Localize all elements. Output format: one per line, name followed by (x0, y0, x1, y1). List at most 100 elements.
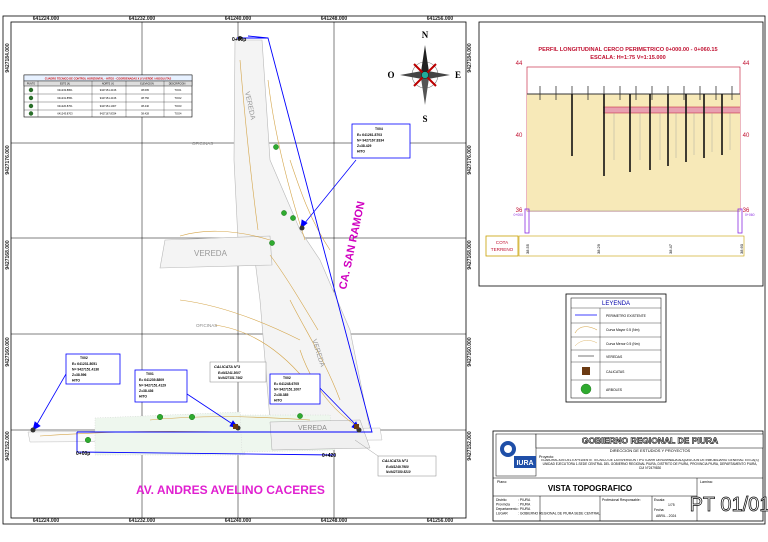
thin-columns (613, 113, 731, 160)
legend-label: Curva Mayor 0.5 (Nm) (606, 328, 640, 332)
control-cell: TOO3 (174, 104, 182, 108)
control-cell: 38.695 (141, 88, 149, 92)
callout-t002-left: T002 E= 641231.8051 N= 9427151.4136 Z=38… (65, 353, 121, 385)
callout-z: Z=38.436 (139, 389, 154, 393)
callout-e: E= 641261.8703 (357, 133, 382, 137)
profile-y-tick: 44 (516, 61, 523, 67)
title-block: IURA GOBIERNO REGIONAL DE PIURA DIRECCIO… (492, 430, 768, 522)
longitudinal-profile: PERFIL LONGITUDINAL CERCO PERIMETRICO 0+… (478, 21, 764, 287)
legend-calicata-swatch (582, 367, 590, 375)
control-cell: TOO4 (174, 112, 182, 116)
control-cell: 9427151.4136 (100, 88, 117, 92)
grid-x-label-bottom: 641256.000 (427, 518, 454, 524)
plano-title: VISTA TOPOGRAFICO (548, 484, 632, 493)
control-cell: 38.756 (141, 96, 149, 100)
callout-id: T002 (283, 376, 291, 380)
vereda-label: VEREDA (298, 425, 327, 432)
profile-station-right: 0+060 (745, 213, 755, 217)
station-start-top: 0+00p (232, 37, 246, 43)
control-table-header: ESTE (X) (60, 83, 70, 86)
map-view: 641224.000 641232.000 641240.000 641248.… (5, 16, 473, 524)
fecha-value: ABRIL - 2024 (656, 514, 676, 518)
control-cell: 641220.8701 (57, 104, 73, 108)
grid-y-label: 9427184.000 (5, 43, 11, 72)
callout-e: E= 641248.6705 (274, 382, 299, 386)
grid-y-label: 9427176.000 (5, 145, 11, 174)
profile-station-left: 0+000 (513, 213, 523, 217)
compass-e: E (455, 70, 461, 80)
grid-x-label: 641224.000 (33, 16, 60, 22)
oficinas-label: OFICINAS (196, 323, 217, 328)
gov-name: GOBIERNO REGIONAL DE PIURA (582, 436, 718, 446)
cota-value: 38.29 (596, 243, 601, 254)
profile-y-tick-right: 40 (743, 133, 750, 139)
callout-z: Z=38.596 (72, 373, 87, 377)
callout-id: T004 (375, 127, 383, 131)
profile-scale: ESCALA: H=1:75 V=1:15.000 (590, 55, 666, 61)
dist-value: : PIURA (518, 498, 531, 502)
station-start: 0+00p (76, 451, 90, 457)
callout-t004: T004 E= 641261.8703 N= 9427167.8334 Z=38… (351, 123, 411, 159)
calicata-markers (233, 424, 359, 429)
cota-value: 38.60 (739, 243, 744, 254)
control-cell: 9427151.4136 (100, 96, 117, 100)
oficinas-label: OFICINAS (192, 141, 213, 146)
control-cell: 9427167.8334 (100, 112, 117, 116)
callout-t002-right: T002 E= 641248.6705 N= 9427151.1007 Z=38… (269, 373, 321, 405)
project-label: Proyecto: (539, 455, 554, 459)
north-arrow-compass: N S E O (387, 30, 461, 124)
profile-y-tick: 40 (516, 133, 523, 139)
control-cell: 38.428 (141, 112, 149, 116)
profile-y-tick: 36 (516, 208, 523, 214)
project-description: ELABORACION DEL EXPEDIENTE TECNICO DE LA… (541, 459, 759, 470)
calicata-3: CALICATA N°3 E=641241.3007 N=9427151.746… (209, 361, 267, 383)
street-av-caceres: AV. ANDRES AVELINO CACERES (136, 483, 325, 497)
legend-title: LEYENDA (602, 301, 630, 307)
lugar-value: : GOBIERNO REGIONAL DE PIURA SEDE CENTRA… (518, 512, 600, 516)
perimeter-boundary (76, 35, 373, 456)
dist-label: Distrito (496, 498, 507, 502)
callout-n: N= 9427151.1007 (274, 388, 301, 392)
grid-x-label-bottom: 641240.000 (225, 518, 252, 524)
profile-title: PERFIL LONGITUDINAL CERCO PERIMETRICO 0+… (538, 47, 717, 53)
fecha-label: Fecha: (654, 508, 664, 512)
control-cell: TOO1 (174, 88, 182, 92)
compass-o: O (387, 70, 394, 80)
legend-label: ARBOLES (606, 388, 623, 392)
project-text-wrap: ELABORACION DEL EXPEDIENTE TECNICO DE LA… (541, 459, 759, 470)
grid-x-label: 641248.000 (321, 16, 348, 22)
cota-label: COTA (496, 240, 509, 245)
control-table-header: NORTE (Y) (102, 83, 114, 86)
fence-posts (539, 86, 733, 100)
map-frame (10, 21, 467, 519)
lugar-label: LUGAR (496, 512, 508, 516)
cota-label: TERRENO (491, 247, 514, 252)
control-cell: 641231.8551 (57, 96, 73, 100)
grid-y-label-right: 9427184.000 (467, 43, 473, 72)
dept-name: DIRECCION DE ESTUDIOS Y PROYECTOS (610, 448, 691, 453)
callout-h: HITO (357, 150, 365, 154)
grid-y-label: 9427168.000 (5, 240, 11, 269)
site-footprint (27, 39, 383, 456)
grid-x-label-bottom: 641224.000 (33, 518, 60, 524)
escala-value: 1/75 (668, 503, 675, 507)
trees (84, 144, 303, 444)
callout-e: E= 641231.8051 (72, 362, 97, 366)
callout-z: Z=38.429 (357, 144, 372, 148)
contour-lines (39, 59, 361, 437)
legend-label: PERIMETRO EXISTENTE (606, 314, 647, 318)
control-table: CUADRO TECNICO DE CONTROL HORIZONTAL - H… (23, 74, 193, 118)
calicata-1: CALICATA N°1 E=641249.7980 N=9427150.521… (354, 439, 437, 477)
grid-x-label: 641240.000 (225, 16, 252, 22)
control-cell: 641233.8801 (57, 88, 73, 92)
grid-x-label: 641232.000 (129, 16, 156, 22)
dep-value: : PIURA (518, 507, 531, 511)
dep-label: Departamento (496, 507, 518, 511)
legend-tree-swatch (580, 383, 592, 395)
grid-y-label-right: 9427160.000 (467, 337, 473, 366)
profile-y-tick-right: 44 (743, 61, 750, 67)
callout-t001: T001 E= 641239.8809 N= 9427151.4129 Z=38… (134, 369, 188, 403)
calicata-n: N=9427150.5210 (386, 470, 411, 474)
grid-y-label-right: 9427176.000 (467, 145, 473, 174)
legend: LEYENDA PERIMETRO EXISTENTE Curva Mayor … (565, 293, 667, 403)
